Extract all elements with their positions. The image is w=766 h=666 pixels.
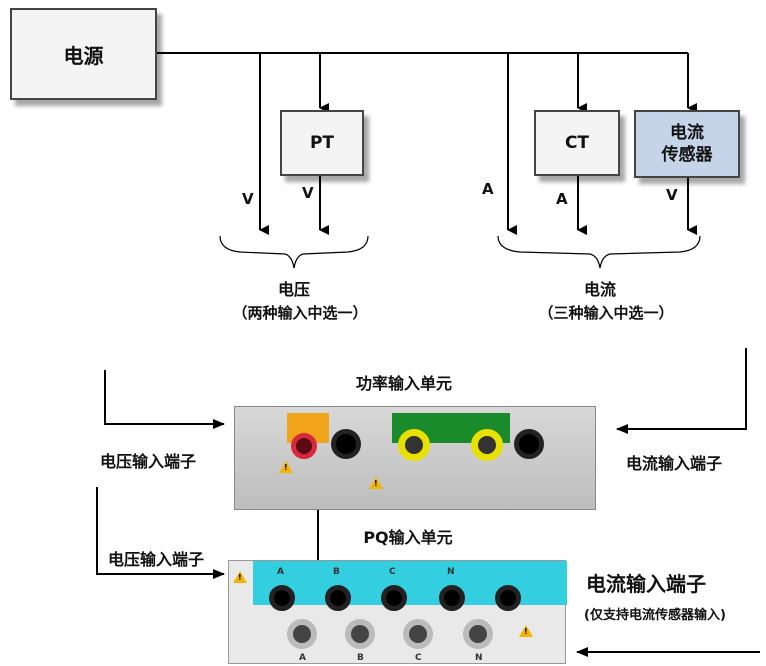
warning-icon — [233, 571, 247, 583]
voltage-group-title: 电压 — [277, 280, 311, 299]
a-direct-label: A — [482, 180, 494, 198]
power-source-box: 电源 — [10, 8, 157, 100]
power-unit-title: 功率输入单元 — [355, 374, 453, 393]
current-group-subtitle: （三种输入中选一） — [538, 304, 674, 322]
sensor-jack-black[interactable] — [514, 429, 544, 459]
current-terminal-1-arrow — [616, 348, 747, 434]
warning-icon — [519, 625, 533, 637]
warning-icon — [279, 461, 293, 473]
pq-channel-label-c: C — [389, 567, 396, 577]
pq-voltage-jack-n[interactable] — [439, 585, 465, 611]
v-pt-label: V — [302, 184, 314, 202]
current-sensor-label: 电流 传感器 — [661, 123, 713, 165]
pt-box: PT — [280, 110, 364, 176]
current-jack-yellow-2[interactable] — [471, 429, 503, 461]
pq-voltage-jack-c[interactable] — [381, 585, 407, 611]
pq-channel-label-a: A — [277, 567, 284, 577]
pq-channel-label-n: N — [447, 567, 455, 577]
v-sensor-label: V — [666, 186, 678, 204]
warning-icon — [369, 477, 383, 489]
pq-input-unit-panel: A B C N A B C N — [228, 560, 567, 664]
voltage-brace — [219, 235, 369, 269]
voltage-terminal-2-arrow — [96, 487, 225, 579]
voltage-group-subtitle: （两种输入中选一） — [232, 304, 368, 322]
voltage-terminal-1-arrow — [104, 370, 225, 429]
current-terminal-2-note: (仅支持电流传感器输入) — [584, 608, 726, 623]
pq-voltage-jack-a[interactable] — [269, 585, 295, 611]
pt-label: PT — [309, 133, 335, 153]
pq-unit-title: PQ输入单元 — [363, 528, 453, 547]
power-input-unit-panel — [234, 406, 596, 510]
voltage-terminal-1-label: 电压输入端子 — [100, 452, 197, 471]
pq-current-label-n: N — [475, 653, 483, 663]
pq-voltage-jack-ground[interactable] — [495, 585, 521, 611]
pq-current-jack-c[interactable] — [403, 619, 433, 649]
voltage-jack-black[interactable] — [331, 429, 361, 459]
ct-box: CT — [534, 110, 620, 176]
pq-current-label-b: B — [357, 653, 364, 663]
current-terminal-2-label: 电流输入端子 — [586, 572, 706, 596]
voltage-terminal-2-label: 电压输入端子 — [108, 550, 205, 569]
voltage-jack-red[interactable] — [291, 433, 317, 459]
a-ct-label: A — [556, 190, 568, 208]
current-jack-yellow-1[interactable] — [398, 429, 430, 461]
power-source-label: 电源 — [63, 43, 104, 68]
ct-label: CT — [564, 133, 590, 153]
pq-channel-label-b: B — [333, 567, 340, 577]
current-sensor-box: 电流 传感器 — [634, 110, 740, 178]
current-brace — [497, 235, 701, 269]
pq-current-jack-n[interactable] — [463, 619, 493, 649]
pq-current-jack-a[interactable] — [287, 619, 317, 649]
pq-current-label-c: C — [415, 653, 422, 663]
pq-current-jack-b[interactable] — [345, 619, 375, 649]
current-terminal-1-label: 电流输入端子 — [626, 454, 723, 473]
pq-voltage-jack-b[interactable] — [325, 585, 351, 611]
pq-current-label-a: A — [299, 653, 306, 663]
current-group-title: 电流 — [583, 280, 617, 299]
v-direct-label: V — [242, 190, 254, 208]
